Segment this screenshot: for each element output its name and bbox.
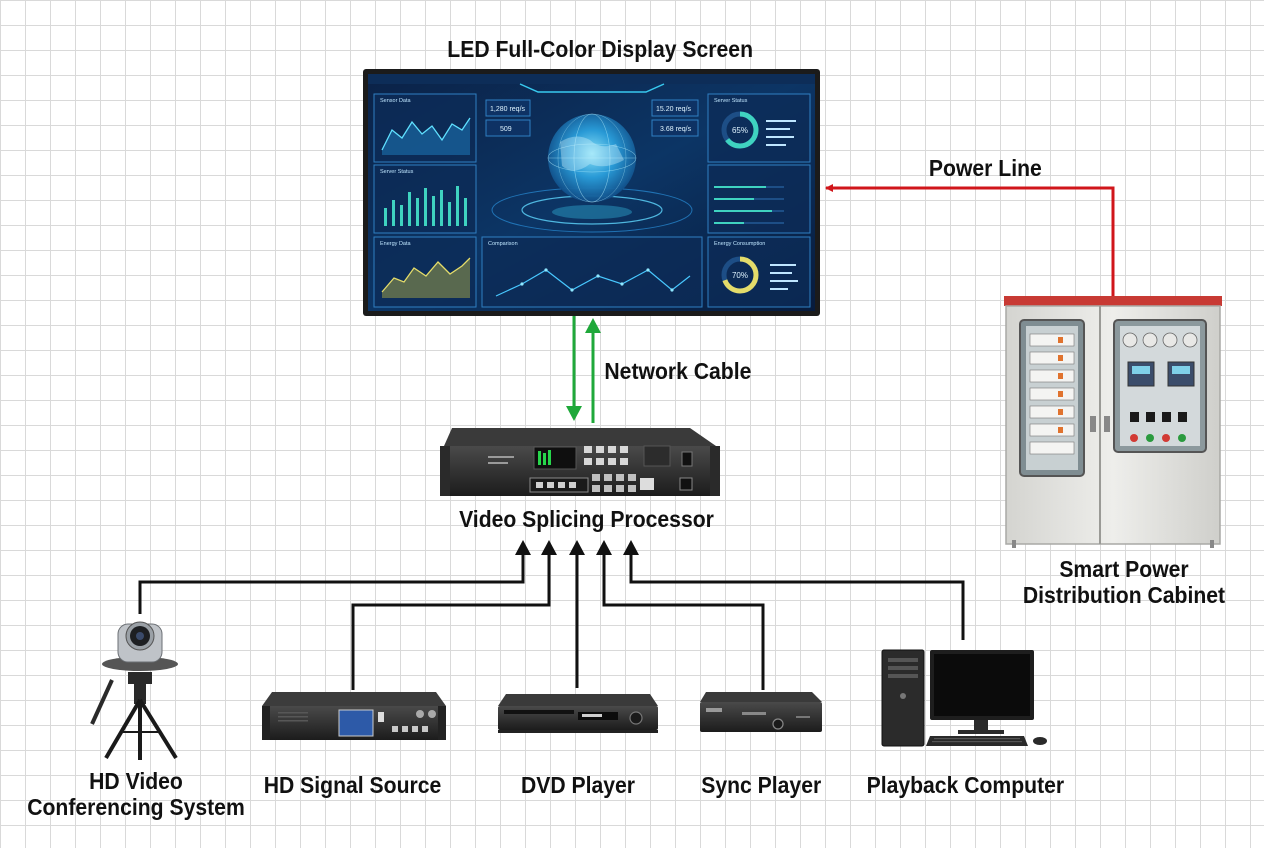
panel-title-6: Energy Consumption [714,241,765,247]
gauge-bottom-value: 70% [732,271,748,280]
video-processor-icon [440,428,720,496]
hd-source-label: HD Signal Source [263,772,442,798]
network-cable [566,316,601,423]
panel-title-0: Sensor Data [380,98,412,104]
network-cable-label: Network Cable [604,358,752,384]
signal-lines [138,552,965,690]
power-line-label: Power Line [928,155,1042,181]
rack-signal-source-icon [262,692,446,740]
panel-title-5: Comparison [488,241,518,247]
cabinet-label: Smart Power Distribution Cabinet [1017,556,1230,608]
kpi-value-2: 15.20 req/s [656,106,692,113]
cabinet-label-line2: Distribution Cabinet [1022,582,1226,608]
computer-label: Playback Computer [866,772,1065,798]
sync-label: Sync Player [701,772,822,798]
dvd-label: DVD Player [520,772,636,798]
dvd-player-icon [498,694,658,733]
kpi-value-3: 3.68 req/s [660,126,692,133]
ptz-camera-icon [90,621,178,760]
cabinet-label-line1: Smart Power [1059,556,1189,582]
panel-title-1: Server Status [380,169,414,175]
conferencing-label-line1: HD Video [89,768,183,794]
panel-title-2: Server Status [714,98,748,104]
kpi-value-1: 509 [500,126,512,133]
panel-title-4: Energy Data [380,241,412,247]
led-screen-title: LED Full-Color Display Screen [447,36,754,62]
sync-player-icon [700,692,822,732]
kpi-value-0: 1,280 req/s [490,106,526,113]
led-screen-icon: Sensor Data Server Status Energy Data Se… [363,69,820,316]
power-cabinet-icon [1004,296,1222,548]
conferencing-label-line2: Conferencing System [27,794,245,820]
gauge-top-value: 65% [732,126,748,135]
conferencing-label: HD Video Conferencing System [26,768,247,820]
signal-arrowheads [515,540,639,555]
desktop-computer-icon [881,649,1047,747]
power-line [825,184,1115,298]
processor-label: Video Splicing Processor [459,506,714,532]
